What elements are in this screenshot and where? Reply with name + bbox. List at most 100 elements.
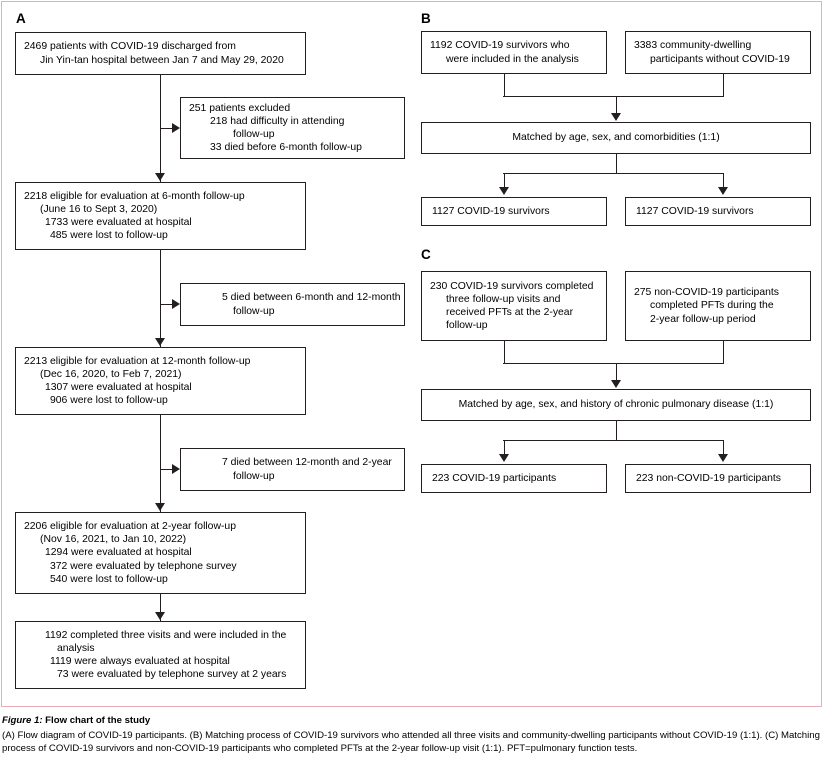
node-c1-line-1: 230 COVID-19 survivors completed: [430, 280, 594, 292]
node-a-excl2-line-2: follow-up: [233, 305, 275, 317]
node-a5-line-4: 73 were evaluated by telephone survey at…: [57, 669, 287, 681]
node-c-out2-text: 223 non-COVID-19 participants: [636, 472, 781, 484]
connector-c-merge-down: [616, 363, 617, 383]
node-c2-line-3: 2-year follow-up period: [650, 313, 756, 325]
connector-a-excl1-branch: [160, 128, 178, 129]
node-b-out1-1127-survivors: 1127 COVID-19 survivors: [421, 197, 607, 226]
node-b-out2-1127-survivors: 1127 COVID-19 survivors: [625, 197, 811, 226]
connector-b-out2-down: [723, 173, 724, 190]
node-c2-line-1: 275 non-COVID-19 participants: [634, 287, 779, 299]
arrowhead-b-out1: [499, 187, 509, 195]
flow-chart-canvas: A 2469 patients with COVID-19 discharged…: [15, 11, 811, 689]
node-a-excl3-line-2: follow-up: [233, 470, 275, 482]
arrowhead-a4-to-a5: [155, 612, 166, 620]
node-c-out2-223-noncovid: 223 non-COVID-19 participants: [625, 464, 811, 493]
node-a2-line-1: 2218 eligible for evaluation at 6-month …: [24, 190, 245, 202]
node-a-died-12-to-2y: 7 died between 12-month and 2-year follo…: [180, 448, 405, 491]
node-a5-line-2: analysis: [57, 642, 95, 654]
node-a3-line-4: 906 were lost to follow-up: [50, 395, 168, 407]
panel-letter-b: B: [421, 11, 431, 26]
node-a4-line-4: 372 were evaluated by telephone survey: [50, 560, 237, 572]
node-a2-line-3: 1733 were evaluated at hospital: [45, 217, 192, 228]
node-a-excl1-line-1: 251 patients excluded: [189, 102, 291, 114]
node-a-excl3-line-1: 7 died between 12-month and 2-year: [222, 457, 392, 469]
node-a3-line-2: (Dec 16, 2020, to Feb 7, 2021): [40, 368, 182, 380]
node-c1-line-3: received PFTs at the 2-year: [446, 307, 574, 318]
node-a4-line-3: 1294 were evaluated at hospital: [45, 547, 192, 559]
node-c1-line-4: follow-up: [446, 320, 488, 332]
arrowhead-a1-to-a2: [155, 173, 166, 181]
caption-body: (A) Flow diagram of COVID-19 participant…: [2, 729, 820, 755]
connector-b2-down: [723, 74, 724, 97]
node-c-matched-text: Matched by age, sex, and history of chro…: [458, 399, 774, 411]
arrowhead-b-out2: [718, 187, 728, 195]
node-a-died-6-to-12: 5 died between 6-month and 12-month foll…: [180, 283, 405, 326]
node-c2-noncovid-pft: 275 non-COVID-19 participants completed …: [625, 271, 811, 341]
connector-a4-trunk: [160, 594, 161, 621]
node-a-excl1-line-2: 218 had difficulty in attending: [210, 115, 345, 127]
node-a-excl2-line-1: 5 died between 6-month and 12-month: [222, 292, 401, 304]
node-a-excluded-251: 251 patients excluded 218 had difficulty…: [180, 97, 405, 159]
connector-a3-trunk: [160, 415, 161, 512]
node-a2-line-2: (June 16 to Sept 3, 2020): [40, 203, 158, 215]
figure-caption: Figure 1: Flow chart of the study (A) Fl…: [2, 714, 820, 756]
node-a4-line-5: 540 were lost to follow-up: [50, 573, 168, 585]
panel-letter-c: C: [421, 247, 431, 262]
node-c-out1-text: 223 COVID-19 participants: [432, 472, 557, 484]
node-c-matched: Matched by age, sex, and history of chro…: [421, 389, 811, 421]
arrowhead-b-to-match: [611, 113, 621, 121]
node-b2-community-dwelling: 3383 community-dwelling participants wit…: [625, 31, 811, 74]
node-a4-line-2: (Nov 16, 2021, to Jan 10, 2022): [40, 534, 187, 546]
node-a5-line-3: 1119 were always evaluated at hospital: [50, 656, 230, 667]
node-a1-discharged: 2469 patients with COVID-19 discharged f…: [15, 32, 306, 75]
node-a1-line-1: 2469 patients with COVID-19 discharged f…: [24, 41, 236, 53]
node-b1-covid-survivors: 1192 COVID-19 survivors who were include…: [421, 31, 607, 74]
connector-b1-down: [504, 74, 505, 97]
connector-a-excl2-branch: [160, 304, 178, 305]
node-b1-line-2: were included in the analysis: [446, 53, 579, 65]
node-a-excl1-line-3: follow-up: [233, 129, 275, 140]
connector-b-merge-down: [616, 96, 617, 116]
connector-a-excl3-branch: [160, 469, 178, 470]
node-c2-line-2: completed PFTs during the: [650, 300, 774, 312]
node-a1-line-2: Jin Yin-tan hospital between Jan 7 and M…: [40, 54, 284, 66]
connector-b-split-bar: [503, 173, 724, 174]
node-c-out1-223-covid: 223 COVID-19 participants: [421, 464, 607, 493]
node-b2-line-1: 3383 community-dwelling: [634, 40, 752, 52]
arrowhead-a-excl3: [172, 464, 180, 475]
panel-letter-a: A: [16, 11, 26, 26]
connector-c-out1-down: [504, 440, 505, 457]
node-c1-line-2: three follow-up visits and: [446, 293, 561, 305]
arrowhead-c-to-match: [611, 380, 621, 388]
node-a-excl1-line-4: 33 died before 6-month follow-up: [210, 142, 362, 154]
arrowhead-a2-to-a3: [155, 338, 166, 346]
node-a4-line-1: 2206 eligible for evaluation at 2-year f…: [24, 520, 236, 532]
node-a5-included-analysis: 1192 completed three visits and were inc…: [15, 621, 306, 689]
connector-c2-down: [723, 341, 724, 364]
node-a5-line-1: 1192 completed three visits and were inc…: [45, 629, 287, 641]
node-c1-covid-pft: 230 COVID-19 survivors completed three f…: [421, 271, 607, 341]
connector-c1-down: [504, 341, 505, 364]
caption-figure-label: Figure 1:: [2, 715, 43, 726]
connector-a2-trunk: [160, 250, 161, 347]
node-b-matched-text: Matched by age, sex, and comorbidities (…: [512, 132, 720, 144]
node-b-out1-text: 1127 COVID-19 survivors: [432, 205, 550, 217]
node-b1-line-1: 1192 COVID-19 survivors who: [430, 40, 570, 52]
arrowhead-a-excl2: [172, 299, 180, 310]
caption-heading: Figure 1: Flow chart of the study: [2, 714, 820, 728]
arrowhead-c-out2: [718, 454, 728, 462]
connector-b-merge-bar: [503, 96, 724, 97]
node-a2-line-4: 485 were lost to follow-up: [50, 230, 168, 242]
node-a4-eligible-2year: 2206 eligible for evaluation at 2-year f…: [15, 512, 306, 594]
caption-figure-title: Flow chart of the study: [42, 715, 151, 726]
node-b-out2-text: 1127 COVID-19 survivors: [636, 205, 754, 217]
connector-c-split-bar: [503, 440, 724, 441]
arrowhead-a-excl1: [172, 123, 180, 134]
connector-b-split-down: [616, 154, 617, 174]
node-a3-eligible-12month: 2213 eligible for evaluation at 12-month…: [15, 347, 306, 415]
node-a2-eligible-6month: 2218 eligible for evaluation at 6-month …: [15, 182, 306, 250]
connector-b-out1-down: [504, 173, 505, 190]
node-a3-line-1: 2213 eligible for evaluation at 12-month…: [24, 355, 251, 367]
arrowhead-a3-to-a4: [155, 503, 166, 511]
